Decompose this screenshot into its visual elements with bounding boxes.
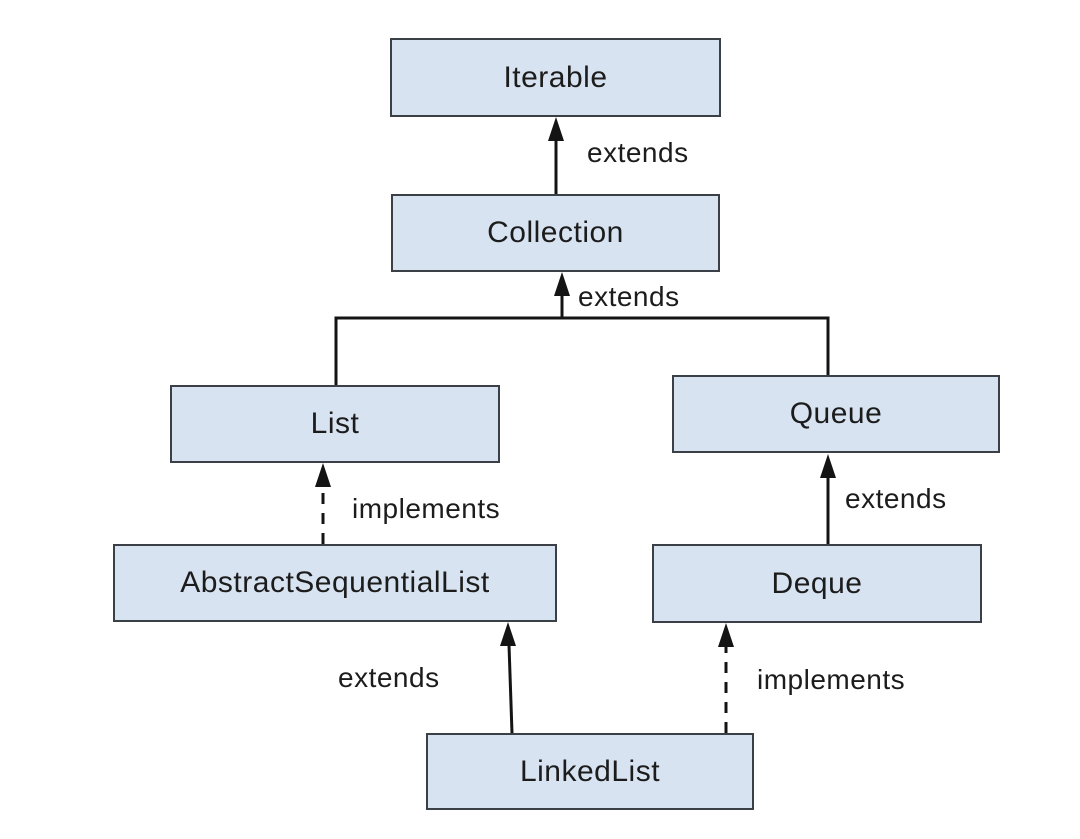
edge-label-extends-iterable: extends	[587, 137, 689, 168]
node-abstractsequentiallist: AbstractSequentialList	[113, 544, 557, 622]
node-iterable: Iterable	[390, 38, 721, 117]
edge-label-extends-collection: extends	[578, 281, 680, 312]
edge-label-implements-deque: implements	[757, 664, 906, 695]
node-linkedlist: LinkedList	[426, 733, 754, 810]
node-queue: Queue	[672, 375, 1000, 453]
edge-label-implements-list: implements	[352, 493, 501, 524]
edge-linkedlist-extends-asl	[500, 622, 516, 734]
edge-label-extends-queue: extends	[845, 483, 947, 514]
node-collection: Collection	[391, 194, 720, 272]
edge-linkedlist-implements-deque	[718, 623, 734, 733]
edge-collection-extends-iterable	[548, 117, 564, 194]
edge-label-extends-asl: extends	[338, 662, 440, 693]
edge-asl-implements-list	[315, 463, 331, 544]
edge-deque-extends-queue	[820, 454, 836, 544]
node-deque: Deque	[652, 544, 982, 623]
node-list: List	[170, 385, 500, 463]
